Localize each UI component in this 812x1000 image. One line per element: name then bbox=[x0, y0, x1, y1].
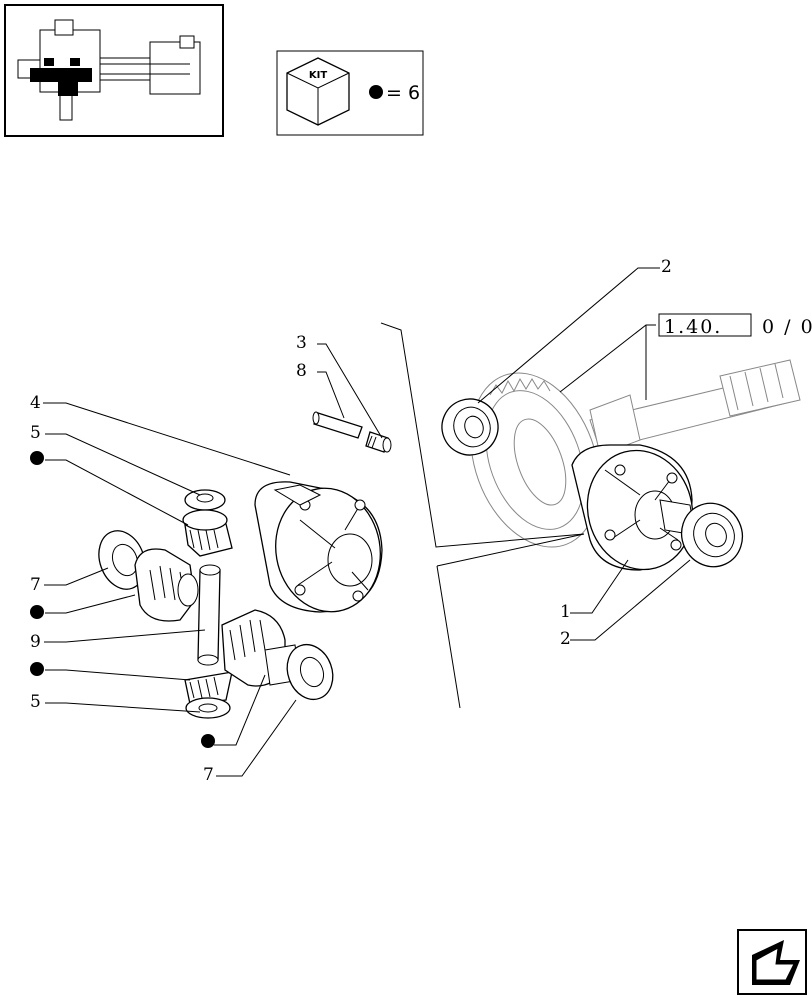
side-gear-left bbox=[98, 530, 199, 622]
screw-part-3 bbox=[365, 431, 392, 453]
callout-8[interactable]: 8 bbox=[296, 361, 307, 381]
callout-2-top[interactable]: 2 bbox=[661, 257, 672, 277]
exploded-differential bbox=[98, 411, 392, 719]
previous-page-button[interactable] bbox=[737, 929, 807, 995]
planet-gear-bottom bbox=[184, 671, 233, 719]
exploded-view-guides bbox=[380, 322, 585, 709]
callout-labels: 2 3 8 4 5 7 9 5 7 1 2 bbox=[30, 257, 672, 785]
kit-markers bbox=[30, 451, 215, 748]
assembled-differential bbox=[441, 359, 801, 571]
kit-dot-icon bbox=[201, 734, 215, 748]
crown-wheel bbox=[470, 372, 600, 548]
axle-thumbnail-drawing bbox=[17, 19, 201, 121]
planet-gear-top bbox=[182, 489, 233, 557]
arrow-back-icon bbox=[752, 940, 800, 985]
reference-link[interactable]: 1.40. 0 / 0 bbox=[658, 313, 812, 338]
kit-quantity: = 6 bbox=[386, 82, 420, 104]
callout-5-top[interactable]: 5 bbox=[30, 423, 41, 443]
axle-thumbnail[interactable] bbox=[4, 4, 224, 137]
kit-dot-icon bbox=[369, 85, 383, 99]
side-gear-right bbox=[221, 609, 334, 701]
housing-half-part-4 bbox=[254, 481, 383, 613]
callout-5-bottom[interactable]: 5 bbox=[30, 692, 41, 712]
callout-3[interactable]: 3 bbox=[296, 333, 307, 353]
leader-lines bbox=[43, 267, 691, 777]
reference-suffix: 0 / 0 bbox=[762, 316, 812, 338]
cross-shaft-part-9 bbox=[197, 564, 221, 666]
kit-dot-icon bbox=[30, 662, 44, 676]
kit-cube-icon bbox=[286, 57, 350, 126]
callout-7-top[interactable]: 7 bbox=[30, 575, 41, 595]
bearing-right bbox=[680, 502, 744, 568]
bearing-left bbox=[441, 398, 499, 456]
kit-badge-text: KIT bbox=[309, 70, 327, 81]
kit-dot-icon bbox=[30, 451, 44, 465]
pinion-shaft bbox=[589, 359, 801, 456]
callout-2-bottom[interactable]: 2 bbox=[560, 629, 571, 649]
callout-1[interactable]: 1 bbox=[560, 602, 571, 622]
kit-legend: KIT = 6 bbox=[276, 50, 424, 136]
kit-dot-icon bbox=[30, 605, 44, 619]
reference-code: 1.40. bbox=[664, 316, 722, 338]
callout-4[interactable]: 4 bbox=[30, 393, 41, 413]
callout-7-bottom[interactable]: 7 bbox=[203, 765, 214, 785]
pin-part-8 bbox=[312, 411, 363, 439]
differential-housing bbox=[571, 444, 696, 571]
callout-9[interactable]: 9 bbox=[30, 632, 41, 652]
